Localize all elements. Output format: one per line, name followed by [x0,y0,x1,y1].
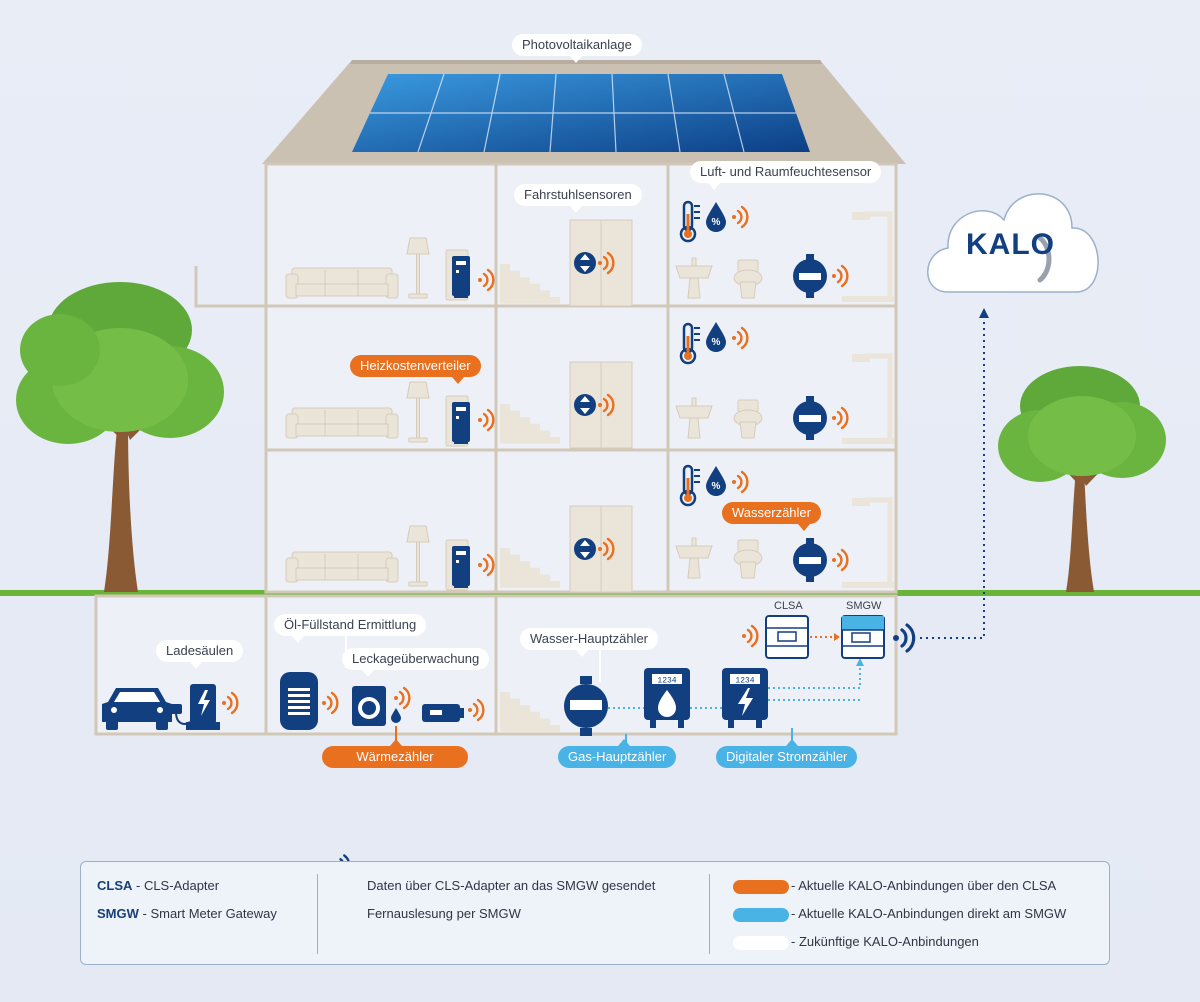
legend-divider [317,874,318,954]
water-main-meter-icon [564,676,608,736]
electricity-meter-icon: 1234 [722,668,768,728]
label-clsa: CLSA [774,600,803,612]
tree-right [998,366,1166,592]
label-smgw: SMGW [846,600,882,612]
label-ladesaeulen: Ladesäulen [156,640,244,669]
label-waermezaehler: Wärmezähler [322,739,468,768]
label-fahrstuhlsensoren: Fahrstuhlsensoren [514,184,642,213]
legend-smgw: SMGW - Smart Meter Gateway [97,906,277,921]
gas-meter-icon: 1234 [644,668,690,728]
legend-connection-clsa: - Aktuelle KALO-Anbindungen über den CLS… [791,878,1057,893]
legend-white-pill [733,936,789,950]
legend-clsa: CLSA - CLS-Adapter [97,878,220,893]
kalo-cloud [927,193,1099,293]
label-wasserzaehler: Wasserzähler [722,502,821,531]
legend-signal-clsa: Daten über CLS-Adapter an das SMGW gesen… [367,878,656,893]
tree-left [16,282,224,592]
heat-meter-icon [422,704,464,722]
roof [262,60,906,164]
smgw-device-icon [841,615,885,659]
label-leckage: Leckageüberwachung [342,648,490,677]
electricity-meter-display: 1234 [735,677,754,686]
label-luftfeuchte: Luft- und Raumfeuchtesensor [690,161,882,190]
legend-divider [709,874,710,954]
car-icon [102,688,172,730]
label-digitaler-stromzaehler: Digitaler Stromzähler [716,739,858,768]
legend-signal-smgw: Fernauslesung per SMGW [367,906,521,921]
legend-orange-pill [733,880,789,894]
legend: CLSA - CLS-Adapter SMGW - Smart Meter Ga… [80,861,1110,965]
label-photovoltaik: Photovoltaikanlage [512,34,642,63]
washing-machine-icon [352,686,401,726]
oil-tank-icon [280,672,318,730]
label-wasser-hauptzaehler: Wasser-Hauptzähler [520,628,659,657]
legend-blue-pill [733,908,789,922]
legend-connection-future: - Zukünftige KALO-Anbindungen [791,934,979,949]
clsa-device-icon [765,615,809,659]
kalo-logo: KALO [966,228,1055,261]
label-gas-hauptzaehler: Gas-Hauptzähler [558,739,677,768]
label-heizkostenverteiler: Heizkostenverteiler [350,355,481,384]
charger-icon [170,684,220,730]
label-oel-fuellstand: Öl-Füllstand Ermittlung [274,614,427,643]
legend-connection-smgw: - Aktuelle KALO-Anbindungen direkt am SM… [791,906,1067,921]
gas-meter-display: 1234 [657,677,676,686]
